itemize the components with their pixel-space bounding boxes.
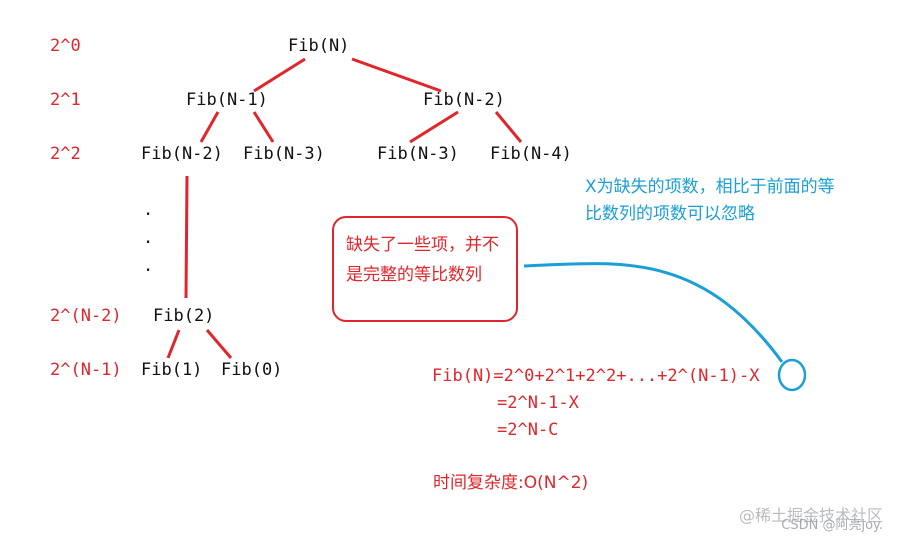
level-label-1: 2^1: [50, 90, 81, 110]
edge-root-n1: [253, 57, 306, 93]
note-connector-curve: [523, 262, 784, 363]
node-fib-1: Fib(1): [141, 360, 203, 380]
ellipsis-dot-2: .: [143, 228, 154, 248]
edge-fib2-fib1: [166, 329, 181, 359]
node-fib-0: Fib(0): [221, 360, 283, 380]
ellipsis-dot-3: .: [143, 256, 154, 276]
edge-n1-left: [199, 111, 220, 143]
edge-fib2-fib0: [205, 329, 233, 359]
node-fib-n-1: Fib(N-1): [186, 90, 268, 110]
formula-line-3: =2^N-C: [497, 420, 559, 440]
node-fib-n-4: Fib(N-4): [490, 144, 572, 164]
level-label-n-2: 2^(N-2): [50, 306, 122, 326]
x-highlight-circle: [777, 358, 807, 392]
edge-n2-left: [409, 110, 459, 144]
missing-terms-callout: 缺失了一些项，并不是完整的等比数列: [332, 216, 518, 322]
node-fib-n-2-left: Fib(N-2): [141, 144, 223, 164]
time-complexity: 时间复杂度:O(N^2): [433, 473, 589, 493]
missing-terms-text: 缺失了一些项，并不是完整的等比数列: [346, 235, 499, 285]
level-label-n-1: 2^(N-1): [50, 360, 122, 380]
node-fib-n-3-right: Fib(N-3): [377, 144, 459, 164]
node-fib-n-3-left: Fib(N-3): [243, 144, 325, 164]
node-fib-n-2: Fib(N-2): [423, 90, 505, 110]
watermark-juejin: @稀土掘金技术社区: [738, 506, 883, 525]
ellipsis-dot-1: .: [143, 200, 154, 220]
node-fib-n: Fib(N): [288, 36, 350, 56]
level-label-2: 2^2: [50, 144, 81, 164]
level-label-0: 2^0: [50, 36, 81, 56]
formula-line-1: Fib(N)=2^0+2^1+2^2+...+2^(N-1)-X: [432, 366, 760, 386]
formula-line-2: =2^N-1-X: [497, 393, 579, 413]
edge-n2-right: [494, 111, 523, 143]
x-explanation-note: X为缺失的项数，相比于前面的等比数列的项数可以忽略: [585, 174, 835, 228]
edge-n1-right: [252, 111, 275, 143]
edge-long-chain: [184, 175, 189, 299]
x-explanation-text: X为缺失的项数，相比于前面的等比数列的项数可以忽略: [585, 177, 835, 224]
watermark-csdn: CSDN @阿亮joy.: [781, 518, 883, 533]
node-fib-2: Fib(2): [153, 306, 215, 326]
edge-root-n2: [351, 57, 442, 93]
